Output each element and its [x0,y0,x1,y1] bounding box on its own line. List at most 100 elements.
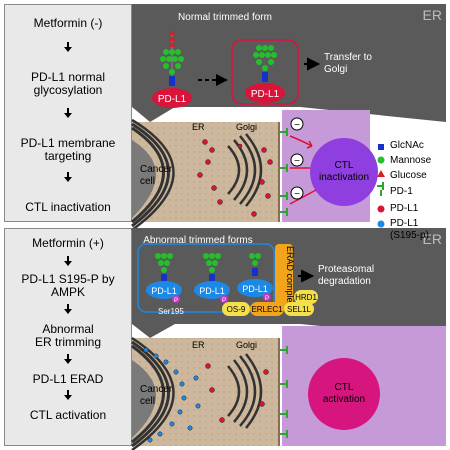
top-nucleus [132,140,156,218]
bottom-erlec1-pill [250,302,284,316]
bottom-ctl-cell [308,358,380,430]
bottom-step-4: PD-L1 ERAD [32,372,104,386]
top-er-tag: ER [423,7,442,23]
bottom-glycan-1 [155,253,173,282]
bottom-p-label-1: P [174,298,178,304]
bottom-sel1l-label: SEL1L [287,305,312,314]
top-inhibit-lines [289,135,317,205]
bottom-proteasomal-1: Proteasomal [318,264,374,275]
bottom-glycan-3 [249,253,261,276]
top-glycan-full [160,30,184,86]
legend [377,144,385,228]
bottom-arrow-2 [64,304,72,314]
bottom-pd1-receptors [279,346,288,438]
bottom-nucleus [132,360,156,438]
bottom-step-1: Metformin (+) [32,236,104,250]
top-cell-golgi-label: Golgi [236,122,257,132]
top-er-panel-right [369,4,446,107]
bottom-sel1l-pill [284,302,314,316]
top-step-1: Metformin (-) [33,16,103,30]
bottom-golgi [227,353,263,429]
bottom-step-2: PD-L1 S195-P by AMPK [21,272,115,299]
legend-pd1-icon [377,182,384,196]
top-minus-1: − [290,117,304,131]
bottom-p-circle-2 [220,295,228,303]
bottom-hrd1-pill [294,290,318,304]
bottom-cell-golgi-label: Golgi [236,340,257,350]
bottom-pdl1-label-1: PD-L1 [151,286,177,296]
bottom-abnormal-box [137,243,275,313]
bottom-cancer-cell-label-1: Cancer [140,384,173,395]
legend-mannose-icon [377,156,385,164]
top-transfer-label-1: Transfer to [324,52,372,63]
top-ctl-cell [310,138,378,206]
bottom-cancer-cell-label-2: cell [140,396,155,407]
bottom-pdl1-oval-1 [146,281,182,299]
bottom-ser-label: Ser195 [158,307,184,316]
top-pd1-receptors [279,128,288,216]
top-pdl1-label-1: PD-L1 [158,94,187,105]
bottom-pdl1-label-3: PD-L1 [242,284,268,294]
top-arrow-3 [64,172,72,182]
legend-glcnac-icon [378,144,384,150]
bottom-step-5: CTL activation [29,408,107,422]
bottom-er-tag: ER [423,231,442,247]
legend-glucose-label: Glucose [390,170,427,181]
bottom-arrow-4 [64,390,72,400]
legend-pdl1-s195p-icon [377,220,385,228]
bottom-step-3: Abnormal ER trimming [35,322,102,349]
bottom-p-circle-3 [263,293,271,301]
legend-pdl1-icon [377,205,385,213]
top-pdl1-label-2: PD-L1 [251,89,280,100]
top-callout-wedge [132,107,175,122]
bottom-er-title: Abnormal trimmed forms [143,235,252,246]
legend-pdl1-label: PD-L1 [390,203,419,214]
top-pdl1-vesicles [197,139,273,217]
bottom-p-label-2: P [222,298,226,304]
bottom-erad-complex [275,244,293,310]
bottom-proteasomal-2: degradation [318,276,371,287]
top-trimmed-box [231,39,299,105]
bottom-pdl1-blue-vesicles [143,347,201,443]
top-er-title: Normal trimmed form [178,12,272,23]
top-minus-3: − [290,186,304,200]
top-pdl1-oval-2 [245,83,285,103]
bottom-hrd1-label: HRD1 [295,293,317,302]
bottom-erad-complex-label: ERAD complex [285,246,295,308]
top-ctl-label-2: inactivation [319,172,369,183]
bottom-glycan-2 [203,253,221,282]
bottom-ctl-label-1: CTL [335,382,354,393]
bottom-p-circle-1 [172,295,180,303]
top-pdl1-oval-1 [152,88,192,108]
legend-pdl1-s195p-label: PD-L1 (S195-p) [390,218,429,241]
top-arrow-1 [64,42,72,52]
legend-glcnac-label: GlcNAc [390,140,424,151]
legend-mannose-label: Mannose [390,155,432,166]
svg-text:−: − [294,189,300,200]
bottom-pdl1-red-vesicles [205,363,269,423]
bottom-pdl1-oval-2 [194,281,230,299]
top-cell-er-label: ER [192,122,205,132]
bottom-erlec1-label: ERLEC1 [251,305,283,314]
bottom-arrow-3 [64,354,72,364]
top-step-2: PD-L1 normal glycosylation [30,70,106,97]
bottom-ctl-label-2: activation [323,394,365,405]
top-transfer-label-2: Golgi [324,64,347,75]
top-glycan-trimmed [253,45,277,82]
top-step-3: PD-L1 membrane targeting [20,136,116,163]
top-cancer-cell-label-1: Cancer [140,164,173,175]
bottom-steps-box: Metformin (+) PD-L1 S195-P by AMPK Abnor… [4,228,132,446]
legend-pd1-label: PD-1 [390,186,413,197]
svg-text:−: − [294,120,300,131]
top-step-4: CTL inactivation [25,200,111,214]
top-steps-box: Metformin (-) PD-L1 normal glycosylation… [4,4,132,222]
top-arrow-2 [64,108,72,118]
top-cancer-cell-label-2: cell [140,176,155,187]
bottom-os9-label: OS-9 [227,305,246,314]
bottom-pdl1-label-2: PD-L1 [199,286,225,296]
bottom-os9-pill [222,302,250,316]
legend-glucose-icon [377,170,385,177]
bottom-cell-er-label: ER [192,340,205,350]
